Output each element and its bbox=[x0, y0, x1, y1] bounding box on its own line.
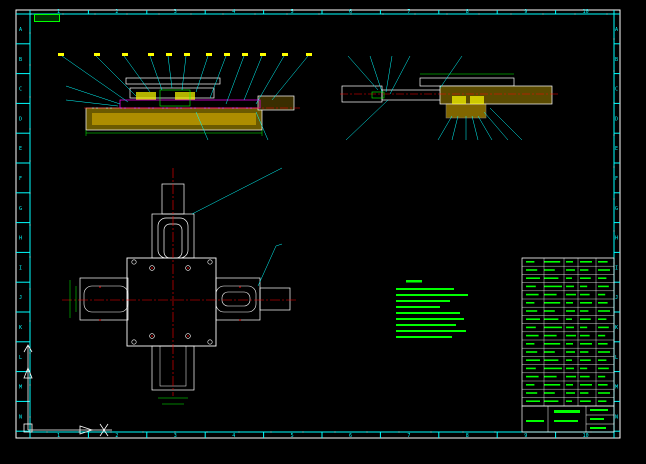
svg-text:3: 3 bbox=[174, 433, 177, 439]
svg-text:M: M bbox=[19, 385, 22, 391]
svg-text:J: J bbox=[19, 295, 22, 301]
svg-text:2: 2 bbox=[115, 9, 118, 15]
svg-text:K: K bbox=[19, 325, 22, 331]
svg-text:3: 3 bbox=[174, 9, 177, 15]
svg-text:5: 5 bbox=[291, 9, 294, 15]
svg-text:G: G bbox=[19, 206, 22, 212]
svg-text:7: 7 bbox=[407, 433, 410, 439]
svg-text:4: 4 bbox=[232, 433, 235, 439]
svg-text:D: D bbox=[19, 116, 22, 122]
svg-text:M: M bbox=[615, 385, 618, 391]
drawing-frame bbox=[15, 9, 621, 439]
zone-labels: A A B B C C D D E E F F G G H H I I J J K K L L M M N N 1 1 2 2 3 3 4 4 5 5 6 6… bbox=[19, 9, 618, 439]
svg-text:10: 10 bbox=[583, 433, 589, 439]
svg-text:9: 9 bbox=[524, 433, 527, 439]
svg-text:A: A bbox=[19, 27, 22, 33]
section-view-left bbox=[84, 77, 300, 136]
svg-text:B: B bbox=[19, 57, 22, 63]
title-block bbox=[521, 257, 615, 433]
svg-text:K: K bbox=[615, 325, 618, 331]
technical-notes bbox=[396, 280, 468, 338]
svg-text:J: J bbox=[615, 295, 618, 301]
svg-text:E: E bbox=[19, 146, 22, 152]
svg-text:F: F bbox=[19, 176, 22, 182]
svg-text:I: I bbox=[19, 265, 22, 271]
section-view-right bbox=[340, 73, 560, 119]
svg-text:6: 6 bbox=[349, 433, 352, 439]
svg-text:10: 10 bbox=[583, 9, 589, 15]
svg-text:N: N bbox=[615, 414, 618, 420]
svg-text:A: A bbox=[615, 27, 618, 33]
svg-text:N: N bbox=[19, 414, 22, 420]
svg-text:C: C bbox=[615, 87, 618, 93]
svg-text:8: 8 bbox=[466, 433, 469, 439]
svg-text:H: H bbox=[19, 236, 22, 242]
svg-text:4: 4 bbox=[232, 9, 235, 15]
svg-text:9: 9 bbox=[524, 9, 527, 15]
svg-text:L: L bbox=[19, 355, 22, 361]
svg-text:1: 1 bbox=[57, 9, 60, 15]
svg-text:7: 7 bbox=[407, 9, 410, 15]
svg-text:C: C bbox=[19, 87, 22, 93]
drawing-tag bbox=[34, 14, 60, 22]
svg-text:5: 5 bbox=[291, 433, 294, 439]
svg-text:D: D bbox=[615, 116, 618, 122]
svg-text:F: F bbox=[615, 176, 618, 182]
svg-text:8: 8 bbox=[466, 9, 469, 15]
svg-text:6: 6 bbox=[349, 9, 352, 15]
section-view-right-leaders bbox=[345, 55, 523, 141]
ucs-icon bbox=[23, 344, 112, 437]
plan-view bbox=[62, 167, 296, 405]
svg-text:2: 2 bbox=[115, 433, 118, 439]
zone-markers bbox=[16, 10, 620, 438]
section-view-left-leaders bbox=[61, 55, 309, 141]
svg-text:E: E bbox=[615, 146, 618, 152]
svg-text:H: H bbox=[615, 236, 618, 242]
section-view-left-balloons bbox=[58, 53, 312, 56]
svg-text:1: 1 bbox=[57, 433, 60, 439]
svg-text:G: G bbox=[615, 206, 618, 212]
svg-text:I: I bbox=[615, 265, 618, 271]
svg-text:B: B bbox=[615, 57, 618, 63]
svg-text:L: L bbox=[615, 355, 618, 361]
